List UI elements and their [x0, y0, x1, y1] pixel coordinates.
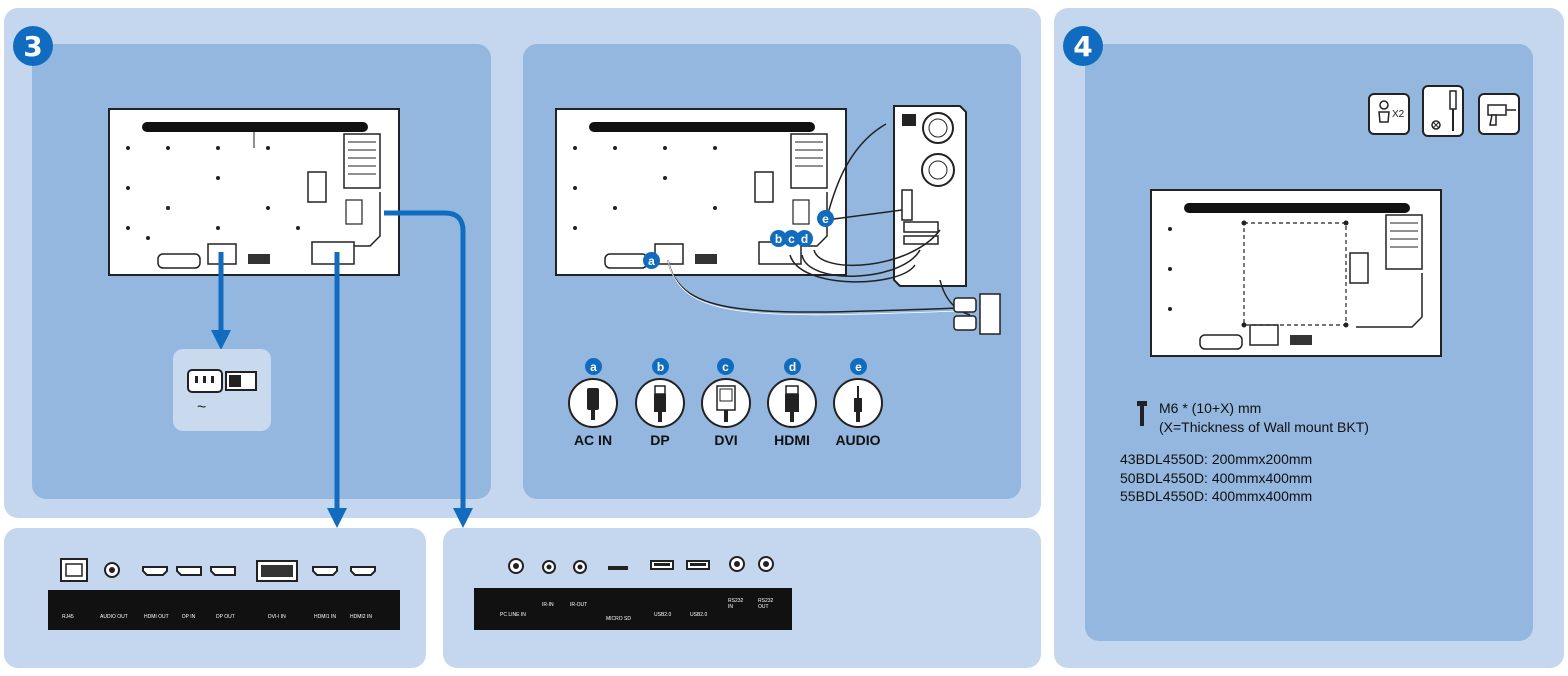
cable-label-ac-in: AC IN — [573, 432, 613, 448]
connection-marker-c: c — [783, 230, 800, 247]
port-strip-left: RJ45 AUDIO OUT HDMI OUT DP IN DP OUT DVI… — [48, 552, 400, 632]
hdmi-port-icon — [312, 566, 338, 576]
port-icon-row-right — [474, 552, 792, 586]
port-label-ir-in: IR-IN — [542, 602, 554, 608]
port-label-bar-right: PC LINE IN IR-IN IR-OUT MICRO SD USB2.0 … — [474, 588, 792, 630]
vesa-mount-area — [1243, 222, 1347, 326]
connection-marker-a: a — [643, 252, 660, 269]
port-icon-row — [48, 552, 400, 586]
port-label-dvi-in: DVI-I IN — [268, 614, 286, 620]
hdmi-port-icon — [350, 566, 376, 576]
rs232-port-icon — [758, 556, 774, 572]
port-label-rs232-out: RS232 OUT — [758, 598, 774, 610]
dvi-port-icon — [256, 560, 298, 582]
two-person-tool: X2 — [1368, 93, 1410, 135]
port-label-hdmi2-in: HDMI2 IN — [350, 614, 372, 620]
port-label-dp-out: DP OUT — [216, 614, 235, 620]
monitor-back-right — [555, 108, 847, 276]
micro-sd-slot-icon — [608, 566, 628, 570]
port-label-audio-out: AUDIO OUT — [100, 614, 128, 620]
connection-marker-e: e — [817, 210, 834, 227]
power-socket-callout: ~ — [173, 349, 271, 431]
cable-letter-d: d — [784, 358, 801, 375]
cable-letter-e: e — [850, 358, 867, 375]
cable-legend: a AC IN b DP c DVI d HDMI e AUDIO — [560, 358, 900, 458]
connection-marker-d: d — [796, 230, 813, 247]
port-label-usb-1: USB2.0 — [654, 612, 672, 618]
person-icon — [1378, 100, 1390, 123]
cable-letter-a: a — [585, 358, 602, 375]
port-label-hdmi-out: HDMI OUT — [144, 614, 169, 620]
dp-port-icon — [210, 566, 236, 576]
vesa-spec-55: 55BDL4550D: 400mmx400mm — [1120, 488, 1313, 504]
vesa-spec-50: 50BDL4550D: 400mmx400mm — [1120, 470, 1313, 486]
port-label-rj45: RJ45 — [62, 614, 74, 620]
dp-port-icon — [176, 566, 202, 576]
cable-label-dp: DP — [650, 432, 670, 448]
port-label-hdmi1-in: HDMI1 IN — [314, 614, 336, 620]
pc-tower — [893, 105, 967, 287]
screw-icon — [1137, 401, 1147, 426]
cable-routing — [667, 123, 1001, 335]
step4-badge: 4 — [1063, 26, 1103, 66]
ir-in-port-icon — [542, 560, 556, 574]
ac-plug-icon — [568, 378, 618, 428]
line-in-port-icon — [508, 558, 524, 574]
hdmi-plug-icon — [767, 378, 817, 428]
cable-label-audio: AUDIO — [835, 432, 881, 448]
port-label-rs232-in: RS232 IN — [728, 598, 744, 610]
monitor-back-step4 — [1150, 189, 1442, 357]
cable-letter-c: c — [717, 358, 734, 375]
drill-tool — [1478, 93, 1520, 135]
dvi-plug-icon — [701, 378, 751, 428]
port-label-pc-line-in: PC LINE IN — [500, 612, 526, 618]
port-label-usb-2: USB2.0 — [690, 612, 708, 618]
connection-arrows — [211, 210, 473, 528]
screwdriver-icon — [1431, 90, 1457, 131]
connection-marker-b: b — [770, 230, 787, 247]
hdmi-port-icon — [142, 566, 168, 576]
ac-inlet-icon — [187, 369, 223, 393]
port-label-micro-sd: MICRO SD — [606, 616, 631, 622]
screwdriver-tool — [1422, 85, 1464, 137]
port-strip-right: PC LINE IN IR-IN IR-OUT MICRO SD USB2.0 … — [474, 552, 792, 632]
ir-out-port-icon — [573, 560, 587, 574]
usb-port-icon — [686, 560, 710, 570]
power-switch-icon — [225, 371, 257, 391]
rs232-port-icon — [729, 556, 745, 572]
cable-letter-b: b — [652, 358, 669, 375]
port-label-bar: RJ45 AUDIO OUT HDMI OUT DP IN DP OUT DVI… — [48, 590, 400, 630]
port-label-dp-in: DP IN — [182, 614, 196, 620]
vesa-spec-43: 43BDL4550D: 200mmx200mm — [1120, 451, 1313, 467]
audio-out-icon — [104, 562, 120, 578]
ethernet-port-icon — [60, 558, 88, 582]
usb-port-icon — [650, 560, 674, 570]
monitor-back-left — [108, 108, 400, 276]
cable-label-dvi: DVI — [714, 432, 738, 448]
screw-size: M6 * (10+X) mm — [1159, 400, 1262, 416]
persons-count: X2 — [1392, 109, 1405, 120]
screw-note: (X=Thickness of Wall mount BKT) — [1159, 419, 1369, 435]
port-label-ir-out: IR-OUT — [570, 602, 588, 608]
cable-label-hdmi: HDMI — [774, 432, 810, 448]
ac-symbol: ~ — [197, 399, 207, 416]
drill-icon — [1487, 104, 1516, 126]
step3-badge: 3 — [13, 26, 53, 66]
audio-jack-icon — [833, 378, 883, 428]
displayport-plug-icon — [635, 378, 685, 428]
